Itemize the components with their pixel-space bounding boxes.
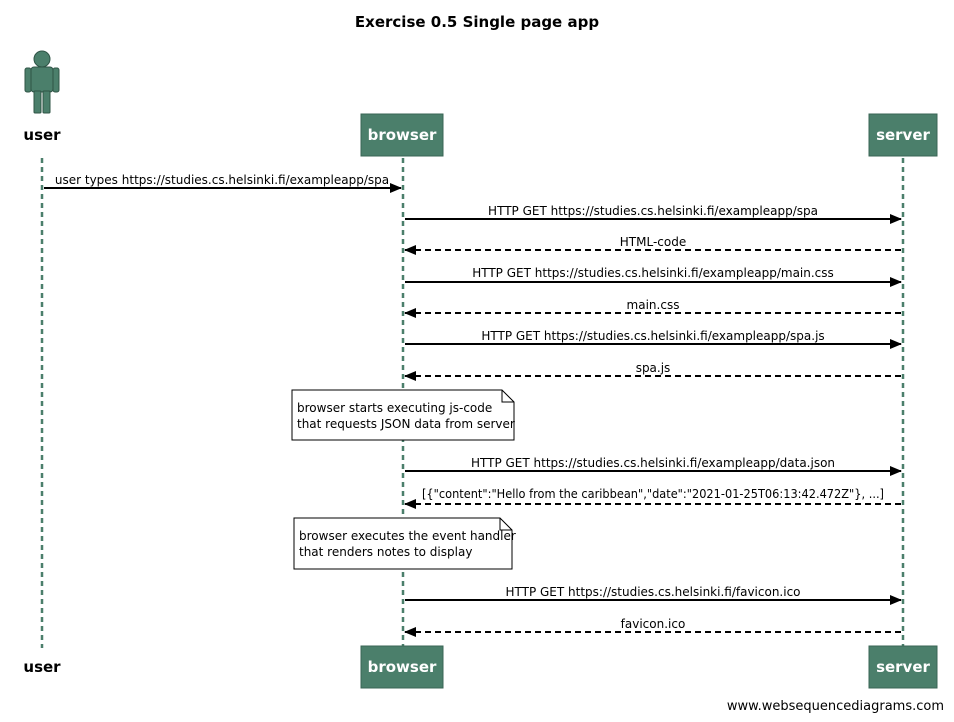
user-actor-icon (24, 50, 60, 114)
message-label-1: user types https://studies.cs.helsinki.f… (55, 173, 389, 187)
participant-server-bottom-label: server (876, 658, 930, 676)
participant-server-top-label: server (876, 126, 930, 144)
footer-watermark: www.websequencediagrams.com (726, 699, 944, 714)
message-label-5: main.css (627, 298, 680, 312)
note-2-line-1: browser executes the event handler (299, 529, 516, 543)
message-label-8: HTTP GET https://studies.cs.helsinki.fi/… (471, 456, 835, 470)
participant-browser-bottom: browser (360, 645, 444, 689)
participant-browser-bottom-label: browser (368, 658, 437, 676)
participant-server-top: server (868, 113, 938, 157)
message-label-3: HTML-code (620, 235, 686, 249)
note-1-line-1: browser starts executing js-code (297, 401, 492, 415)
participant-server-bottom: server (868, 645, 938, 689)
participant-browser-top: browser (360, 113, 444, 157)
participant-browser-top-label: browser (368, 126, 437, 144)
message-label-10: HTTP GET https://studies.cs.helsinki.fi/… (505, 585, 800, 599)
note-2-line-2: that renders notes to display (299, 545, 472, 559)
participant-user-top: user (23, 126, 61, 144)
note-1-line-2: that requests JSON data from server (297, 417, 515, 431)
note-2: browser executes the event handler that … (293, 517, 516, 570)
message-label-2: HTTP GET https://studies.cs.helsinki.fi/… (488, 204, 818, 218)
participant-user-bottom: user (23, 658, 61, 676)
diagram-title: Exercise 0.5 Single page app (355, 13, 599, 31)
message-label-7: spa.js (636, 361, 671, 375)
note-1: browser starts executing js-code that re… (291, 389, 515, 441)
message-label-9: [{"content":"Hello from the caribbean","… (422, 487, 884, 501)
message-label-6: HTTP GET https://studies.cs.helsinki.fi/… (481, 329, 824, 343)
message-label-4: HTTP GET https://studies.cs.helsinki.fi/… (472, 266, 834, 280)
message-label-11: favicon.ico (621, 617, 686, 631)
